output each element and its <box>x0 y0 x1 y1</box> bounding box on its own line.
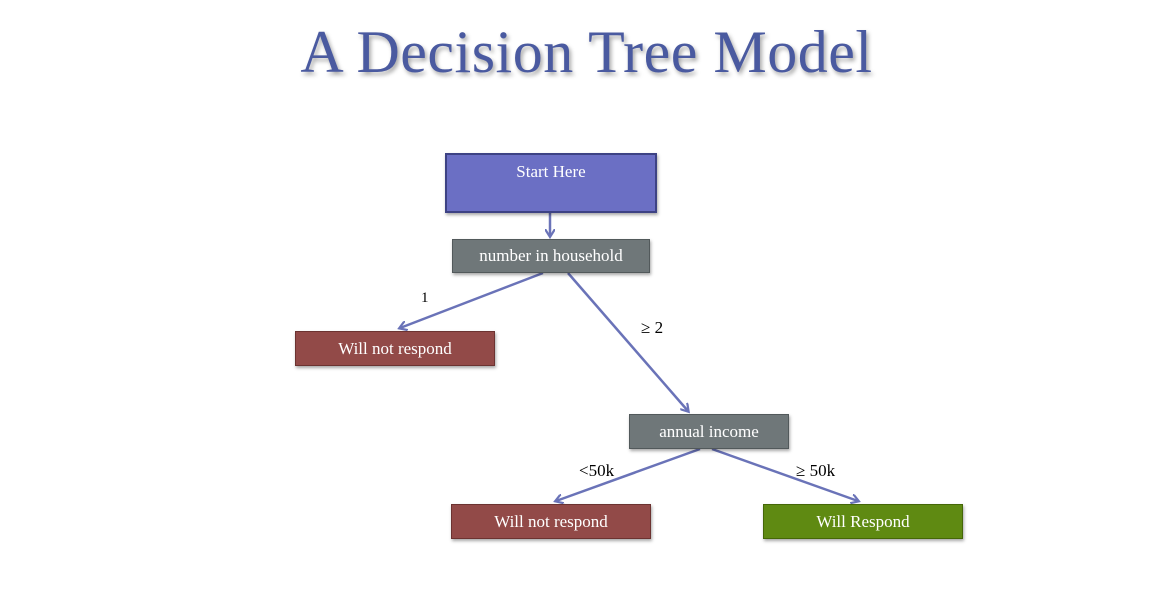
edge-label-income-lt-50k: <50k <box>579 461 615 480</box>
household-decision-node: number in household <box>452 239 650 273</box>
edge-household-to-notrespond <box>400 271 544 328</box>
will-not-respond-leaf-1: Will not respond <box>295 331 495 366</box>
will-not-respond-leaf-2: Will not respond <box>451 504 651 539</box>
edge-label-household-1: 1 <box>421 290 429 306</box>
edge-household-to-income <box>567 272 688 411</box>
edge-label-income-ge-50k: ≥ 50k <box>796 461 836 480</box>
page-title: A Decision Tree Model <box>300 19 873 85</box>
income-decision-node: annual income <box>629 414 789 449</box>
edge-label-household-ge-2: ≥ 2 <box>641 318 664 337</box>
edge-income-to-notrespond <box>556 447 701 501</box>
will-respond-leaf: Will Respond <box>763 504 963 539</box>
edge-income-to-respond <box>711 447 858 501</box>
start-node: Start Here <box>445 153 657 213</box>
